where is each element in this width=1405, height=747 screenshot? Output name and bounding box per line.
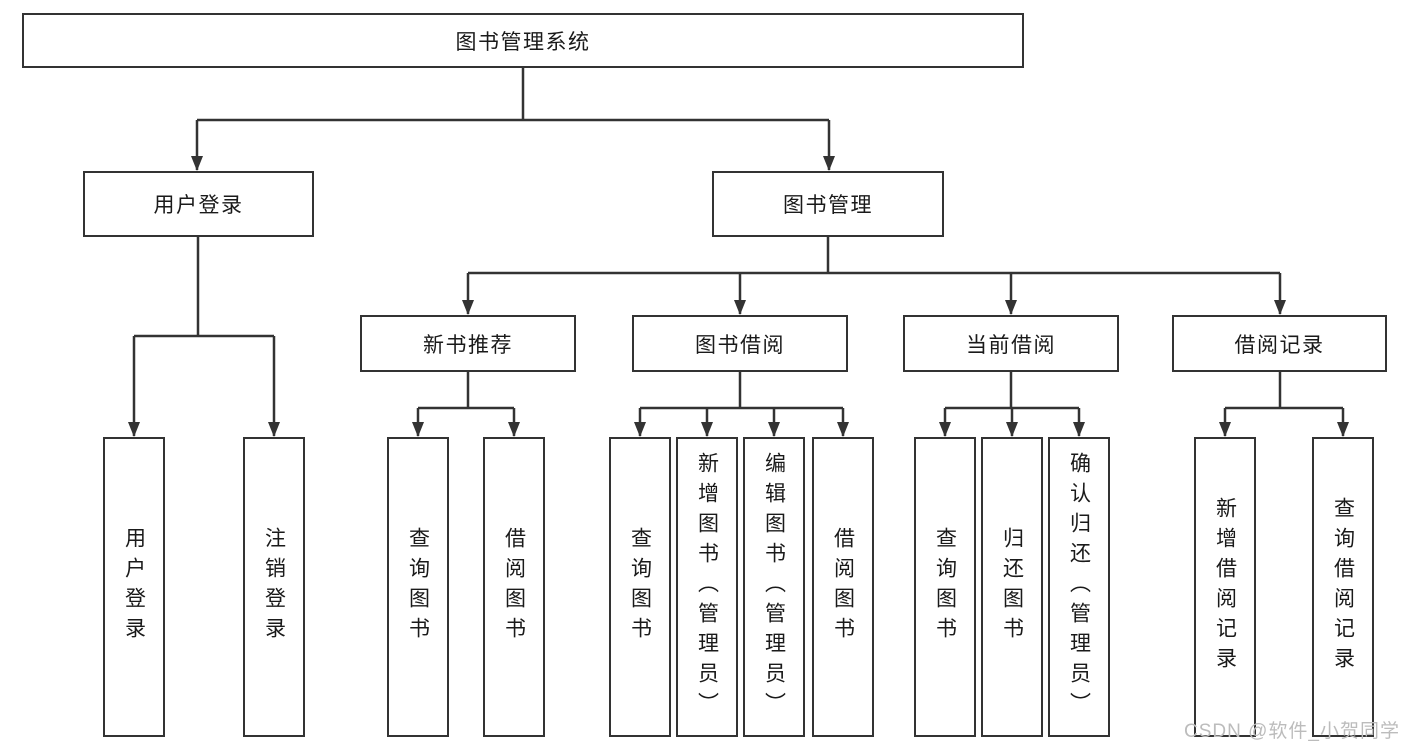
csdn-watermark: CSDN @软件_小贺同学: [1184, 721, 1400, 742]
leaf-query-books-recommend: 查询图书: [387, 437, 449, 737]
leaf-return-books: 归还图书: [981, 437, 1043, 737]
leaf-label: 查询借阅记录: [1331, 497, 1355, 677]
leaf-logout: 注销登录: [243, 437, 305, 737]
leaf-label: 查询图书: [628, 527, 652, 647]
leaf-label: 新增图书（管理员）: [695, 452, 719, 722]
leaf-query-books-borrow: 查询图书: [609, 437, 671, 737]
node-new-book-recommend: 新书推荐: [360, 315, 576, 372]
leaf-query-books-current: 查询图书: [914, 437, 976, 737]
leaf-user-login: 用户登录: [103, 437, 165, 737]
node-library-system: 图书管理系统: [22, 13, 1024, 68]
leaf-label: 借阅图书: [502, 527, 526, 647]
leaf-label: 注销登录: [262, 527, 286, 647]
leaf-edit-books-admin: 编辑图书（管理员）: [743, 437, 805, 737]
leaf-label: 借阅图书: [831, 527, 855, 647]
leaf-label: 用户登录: [122, 527, 146, 647]
leaf-label: 查询图书: [406, 527, 430, 647]
leaf-label: 编辑图书（管理员）: [762, 452, 786, 722]
leaf-label: 新增借阅记录: [1213, 497, 1237, 677]
leaf-confirm-return-admin: 确认归还（管理员）: [1048, 437, 1110, 737]
leaf-add-books-admin: 新增图书（管理员）: [676, 437, 738, 737]
leaf-borrow-books-recommend: 借阅图书: [483, 437, 545, 737]
leaf-add-borrow-record: 新增借阅记录: [1194, 437, 1256, 737]
leaf-label: 确认归还（管理员）: [1067, 452, 1091, 722]
leaf-query-borrow-record: 查询借阅记录: [1312, 437, 1374, 737]
node-book-management: 图书管理: [712, 171, 944, 237]
node-borrow-records: 借阅记录: [1172, 315, 1387, 372]
leaf-label: 查询图书: [933, 527, 957, 647]
node-user-login: 用户登录: [83, 171, 314, 237]
leaf-borrow-books: 借阅图书: [812, 437, 874, 737]
node-current-borrow: 当前借阅: [903, 315, 1119, 372]
leaf-label: 归还图书: [1000, 527, 1024, 647]
node-book-borrow: 图书借阅: [632, 315, 848, 372]
